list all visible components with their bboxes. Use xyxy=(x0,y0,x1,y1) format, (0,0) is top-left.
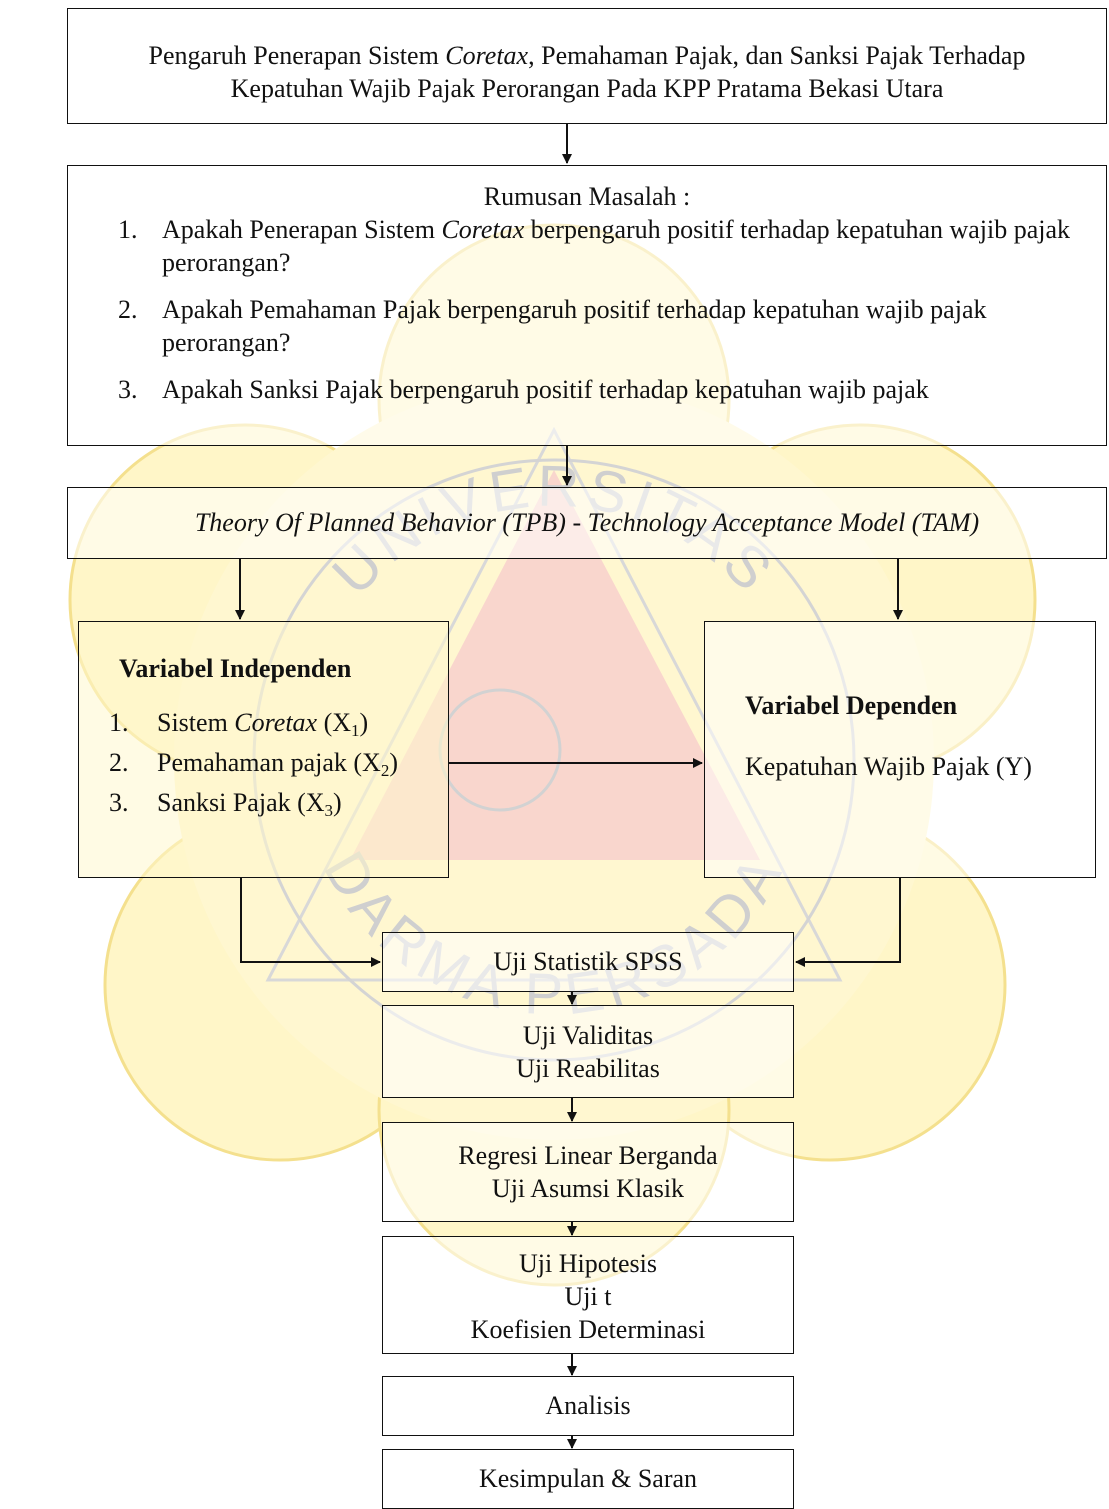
independent-variable-item: 2. Pemahaman pajak (X2) xyxy=(109,745,448,785)
independent-variable-item: 1. Sistem Coretax (X1) xyxy=(109,705,448,745)
problem-item: 3. Apakah Sanksi Pajak berpengaruh posit… xyxy=(118,373,1094,406)
variable-text: Sanksi Pajak (X xyxy=(157,788,325,817)
independent-variable-list: 1. Sistem Coretax (X1) 2. Pemahaman paja… xyxy=(109,705,448,825)
conclusion-label: Kesimpulan & Saran xyxy=(478,1464,698,1493)
research-title-line1: Pengaruh Penerapan Sistem Coretax, Pemah… xyxy=(68,39,1106,72)
problem-text: Apakah Penerapan Sistem xyxy=(162,215,442,244)
problem-number: 3. xyxy=(118,375,138,404)
regression-label: Regresi Linear Berganda xyxy=(458,1141,718,1170)
variable-text: (X xyxy=(317,708,352,737)
classic-assumption-label: Uji Asumsi Klasik xyxy=(491,1174,685,1203)
dependent-variable-heading: Variabel Dependen xyxy=(745,691,958,720)
independent-variable-box: Variabel Independen 1. Sistem Coretax (X… xyxy=(78,621,449,878)
variable-number: 1. xyxy=(109,708,129,737)
theory-label: Theory Of Planned Behavior (TPB) - Techn… xyxy=(194,508,980,537)
arrow-dependent-to-spss xyxy=(795,878,901,967)
variable-text: Pemahaman pajak (X xyxy=(157,748,381,777)
title-italic-term: Coretax xyxy=(445,41,529,70)
variable-text: Sistem xyxy=(157,708,235,737)
problem-list: 1. Apakah Penerapan Sistem Coretax berpe… xyxy=(118,213,1094,406)
problem-text: Apakah Pemahaman Pajak berpengaruh posit… xyxy=(162,295,987,357)
validity-test-label: Uji Validitas xyxy=(522,1021,654,1050)
research-title-box: Pengaruh Penerapan Sistem Coretax, Pemah… xyxy=(67,8,1107,124)
spss-test-box: Uji Statistik SPSS xyxy=(382,932,794,992)
problem-formulation-heading: Rumusan Masalah : xyxy=(483,182,691,211)
regression-box: Regresi Linear Berganda Uji Asumsi Klasi… xyxy=(382,1122,794,1222)
independent-variable-heading: Variabel Independen xyxy=(119,654,352,683)
variable-text: ) xyxy=(333,788,342,817)
problem-number: 1. xyxy=(118,215,138,244)
variable-italic-term: Coretax xyxy=(234,708,318,737)
spss-test-label: Uji Statistik SPSS xyxy=(493,947,683,976)
variable-number: 3. xyxy=(109,788,129,817)
title-text-part: , Pemahaman Pajak, dan Sanksi Pajak Terh… xyxy=(528,41,1026,70)
analysis-label: Analisis xyxy=(545,1391,631,1420)
variable-text: ) xyxy=(389,748,398,777)
variable-subscript: 3 xyxy=(324,801,334,820)
variable-subscript: 1 xyxy=(351,721,360,740)
determination-coefficient-label: Koefisien Determinasi xyxy=(470,1315,706,1344)
problem-text: Apakah Sanksi Pajak berpengaruh positif … xyxy=(162,375,929,404)
conclusion-box: Kesimpulan & Saran xyxy=(382,1449,794,1509)
theory-box: Theory Of Planned Behavior (TPB) - Techn… xyxy=(67,487,1107,559)
t-test-label: Uji t xyxy=(564,1282,612,1311)
reliability-test-label: Uji Reabilitas xyxy=(516,1054,660,1083)
independent-variable-item: 3. Sanksi Pajak (X3) xyxy=(109,785,448,825)
problem-item: 2. Apakah Pemahaman Pajak berpengaruh po… xyxy=(118,293,1094,359)
hypothesis-box: Uji Hipotesis Uji t Koefisien Determinas… xyxy=(382,1236,794,1354)
variable-text: ) xyxy=(359,708,369,737)
problem-number: 2. xyxy=(118,295,138,324)
dependent-variable-box: Variabel Dependen Kepatuhan Wajib Pajak … xyxy=(704,621,1096,878)
dependent-variable-item: Kepatuhan Wajib Pajak (Y) xyxy=(745,752,1032,781)
arrow-independent-to-spss xyxy=(240,878,381,967)
problem-formulation-box: Rumusan Masalah : 1. Apakah Penerapan Si… xyxy=(67,165,1107,446)
validity-reliability-box: Uji Validitas Uji Reabilitas xyxy=(382,1005,794,1098)
emblem-figure xyxy=(438,688,562,812)
hypothesis-test-label: Uji Hipotesis xyxy=(519,1249,657,1278)
problem-item: 1. Apakah Penerapan Sistem Coretax berpe… xyxy=(118,213,1094,279)
title-text-part: Pengaruh Penerapan Sistem xyxy=(148,41,446,70)
analysis-box: Analisis xyxy=(382,1376,794,1436)
problem-italic-term: Coretax xyxy=(441,215,525,244)
research-title-line2: Kepatuhan Wajib Pajak Perorangan Pada KP… xyxy=(230,74,944,103)
variable-number: 2. xyxy=(109,748,129,777)
